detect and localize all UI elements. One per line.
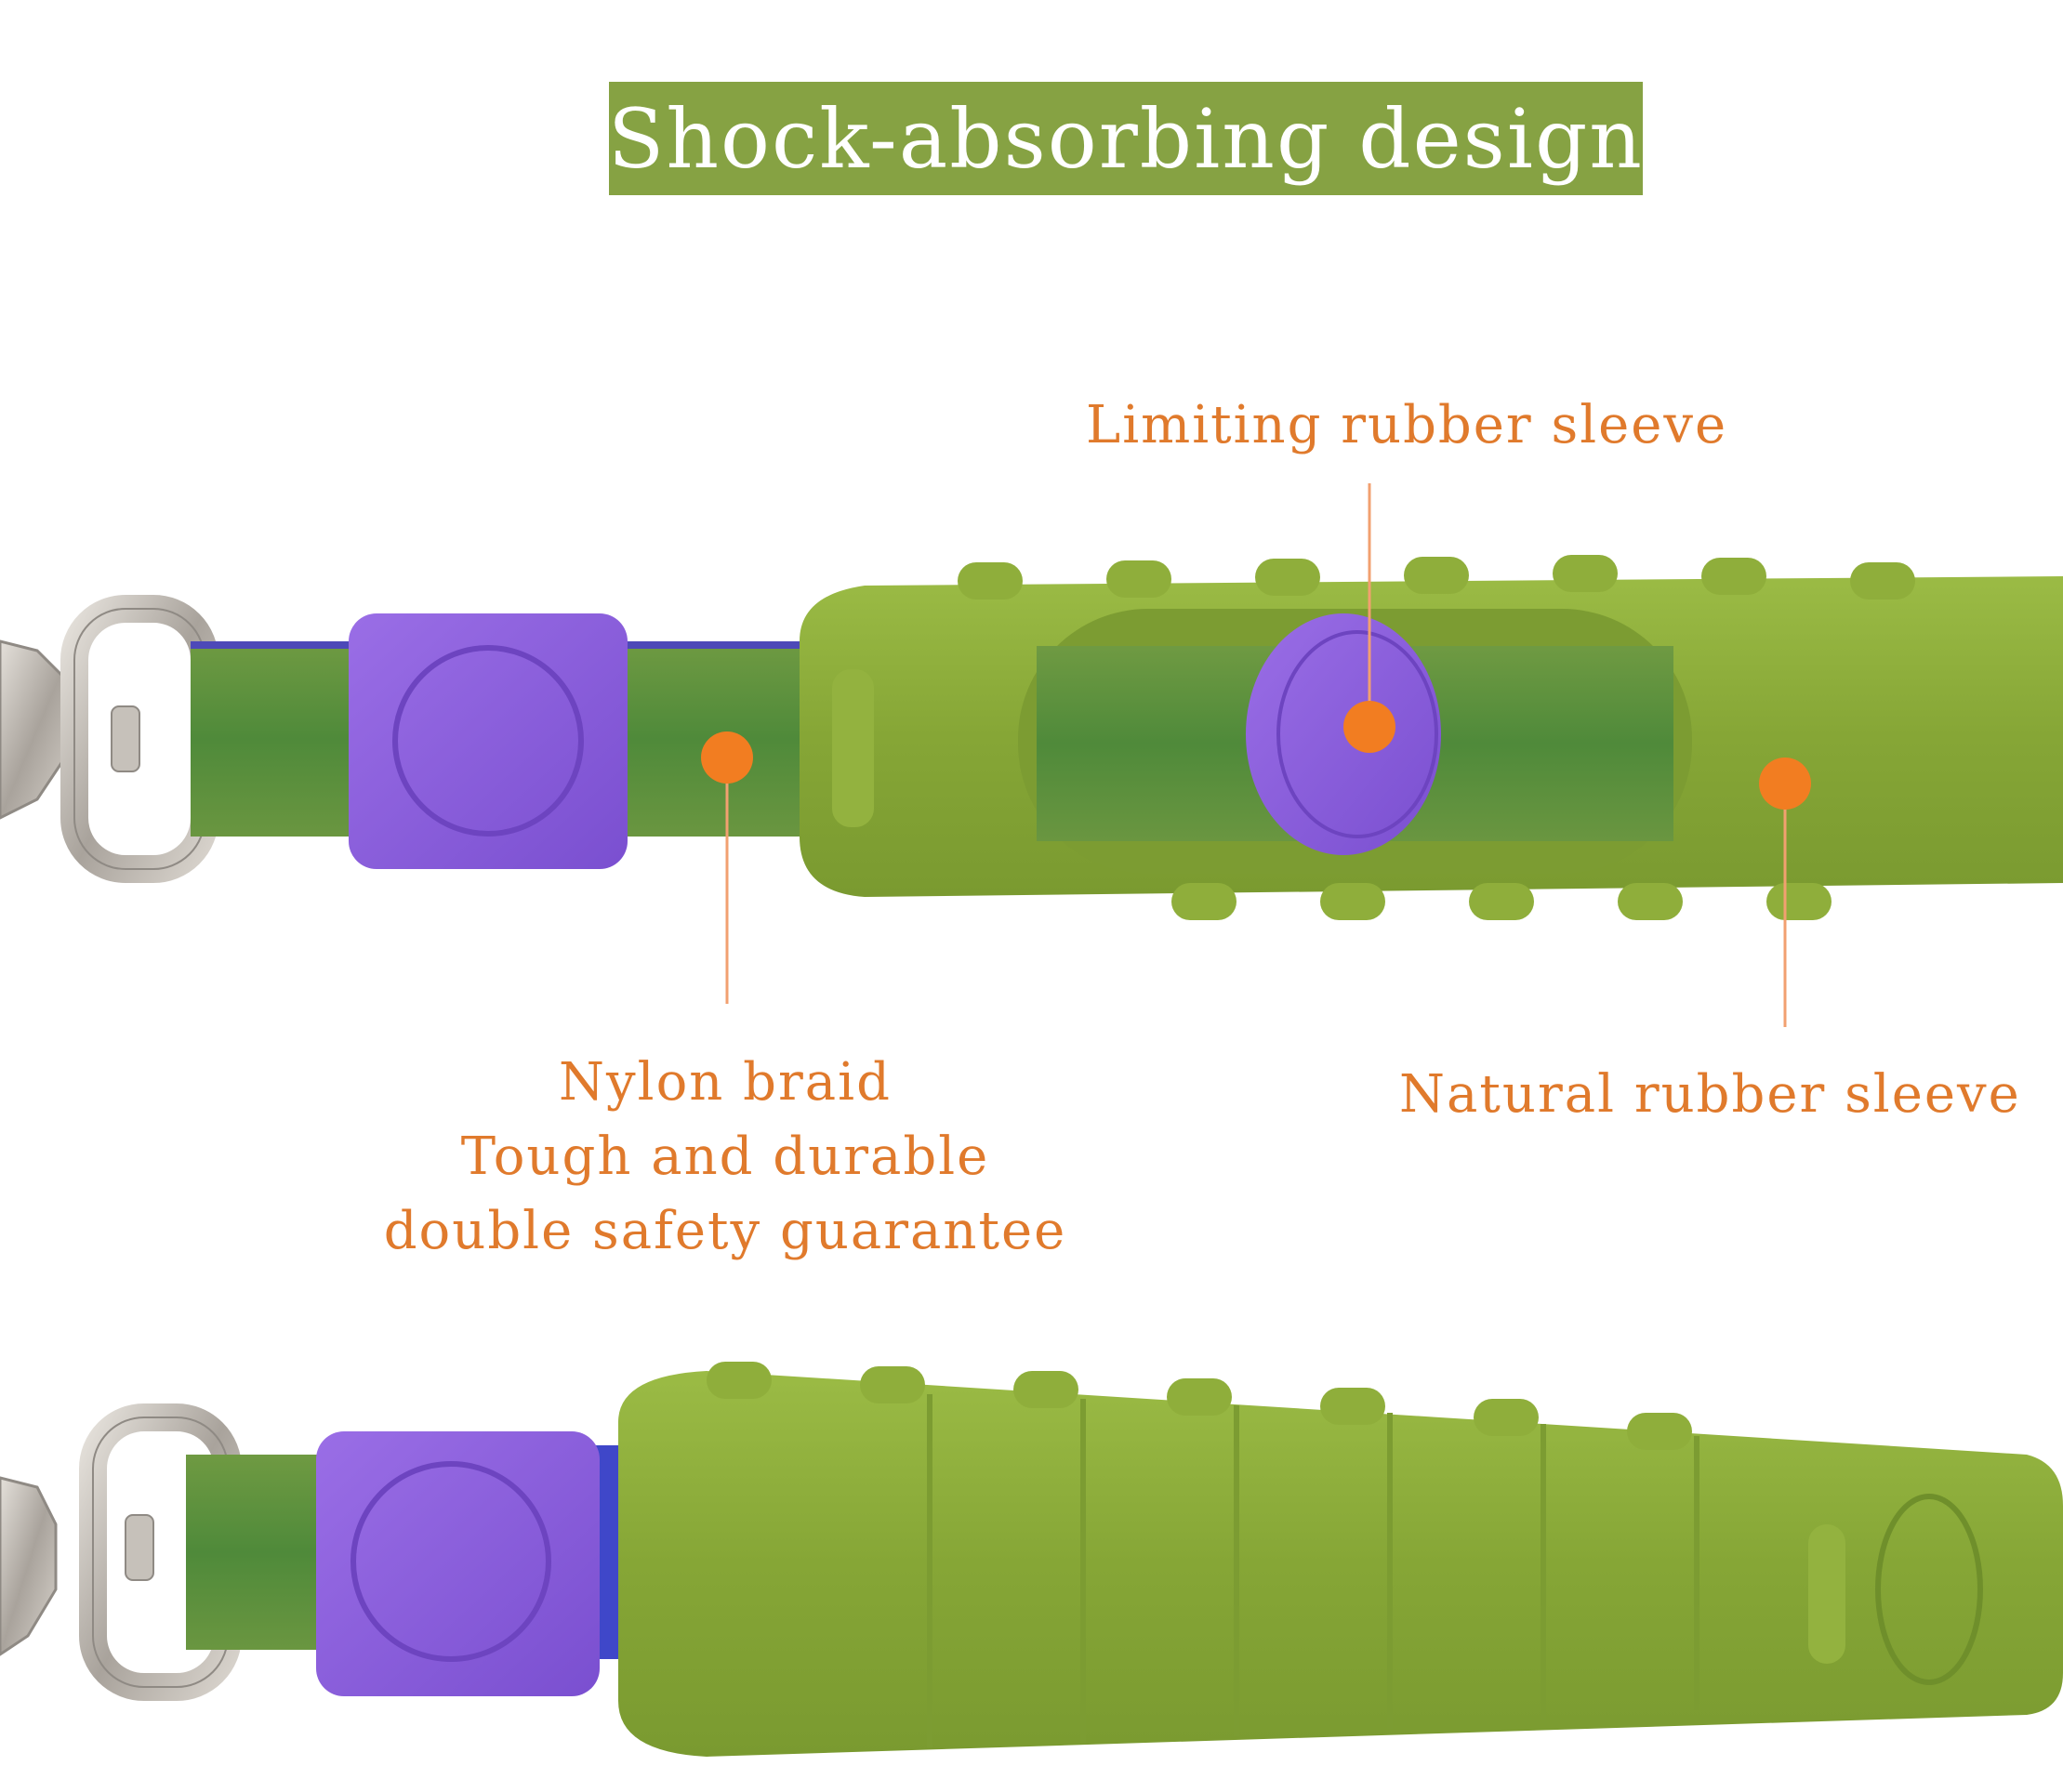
nylon-line-2: Tough and durable xyxy=(460,1127,990,1187)
top-rubber-sleeve xyxy=(800,555,2063,920)
limiting-marker xyxy=(1343,701,1395,753)
nylon-braid-label: Nylon braid Tough and durable double saf… xyxy=(372,1046,1078,1269)
top-purple-clip xyxy=(349,613,628,869)
top-metal-clip xyxy=(0,595,218,883)
limiting-rubber-sleeve-label: Limiting rubber sleeve xyxy=(1086,395,1728,455)
natural-marker xyxy=(1759,758,1811,810)
nylon-marker xyxy=(701,731,753,784)
bottom-purple-clip xyxy=(316,1431,600,1696)
bottom-rubber-sleeve xyxy=(618,1362,2063,1757)
natural-rubber-sleeve-label: Natural rubber sleeve xyxy=(1399,1064,2021,1125)
callout-markers xyxy=(701,483,1811,1027)
nylon-line-1: Nylon braid xyxy=(559,1052,892,1113)
bottom-leash xyxy=(0,1362,2063,1757)
page-title: Shock-absorbing design xyxy=(608,82,1643,195)
nylon-line-3: double safety guarantee xyxy=(383,1201,1067,1261)
top-leash xyxy=(0,555,2063,920)
